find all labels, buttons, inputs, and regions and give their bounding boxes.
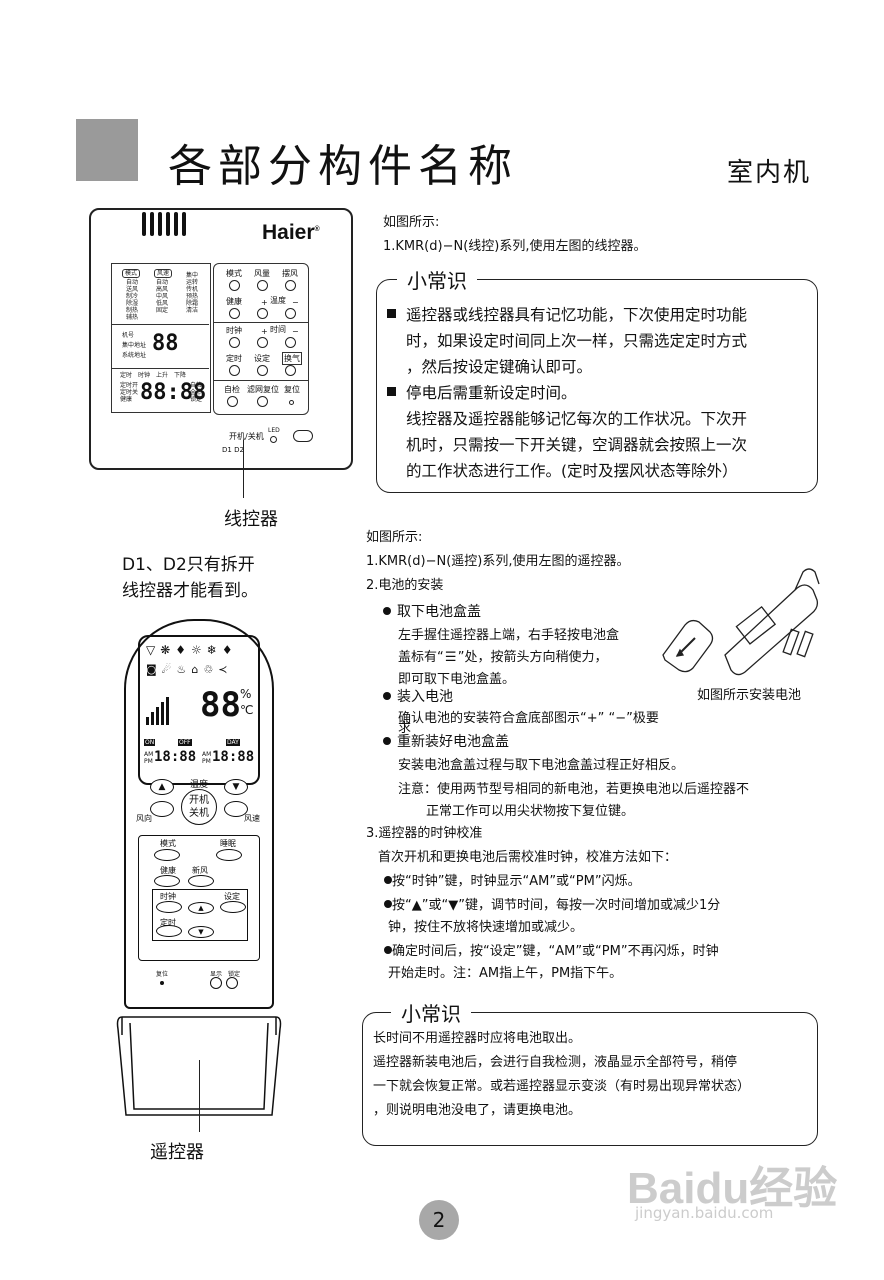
tip-title-2: 小常识 (391, 998, 471, 1027)
fan-direction-button[interactable] (150, 801, 174, 817)
led-indicator (270, 436, 277, 443)
ventilation-key[interactable] (285, 365, 296, 376)
temp-up-key[interactable] (257, 308, 268, 319)
set-key[interactable] (257, 365, 268, 376)
temp-up-button[interactable]: ▲ (150, 779, 174, 795)
wired-controller-keypad: 模式 风量 摆风 健康 + 温度 − 时钟 + 时间 − 定时 设定 换气 自检… (213, 263, 309, 415)
mode-key[interactable] (229, 280, 240, 291)
install-battery-text: 确认电池的安装符合盒底部图示“+” “−”极要 求 (398, 711, 659, 736)
clock-intro: 首次开机和更换电池后需校准时钟，校准方法如下： (378, 850, 678, 865)
baidu-watermark: Baidu经验 (627, 1164, 838, 1213)
bullet-icon (387, 387, 396, 396)
wired-controller-label: 线控器 (224, 509, 278, 530)
title-marker (76, 119, 138, 181)
temp-down-button[interactable]: ▼ (224, 779, 248, 795)
signal-bars-icon (146, 685, 182, 725)
page-subtitle: 室内机 (727, 158, 812, 188)
down-arrow-icon: ▼ (448, 898, 459, 913)
fan-speed-button[interactable] (224, 801, 248, 817)
fan-key[interactable] (257, 280, 268, 291)
mode-button[interactable] (154, 849, 180, 861)
lcd-temp-digits: 88 (152, 331, 179, 356)
sleep-button[interactable] (216, 849, 242, 861)
swing-key[interactable] (285, 280, 296, 291)
battery-image-caption: 如图所示安装电池 (697, 688, 802, 703)
up-arrow-icon: ▲ (411, 898, 422, 913)
remote-clock-2: 18:88 (212, 749, 255, 765)
refit-cover-text: 安装电池盒盖过程与取下电池盒盖过程正好相反。 (398, 758, 685, 773)
caution-text: 注意：使用两节型号相同的新电池，若更换电池以后遥控器不 正常工作可以用尖状物按下… (398, 782, 750, 819)
clock-key[interactable] (229, 337, 240, 348)
lcd-status-list: 集中运转传机预热除霜清洁 (186, 272, 199, 314)
remote-leader-line (199, 1060, 200, 1132)
wired-reference: 如图所示: 1.KMR(d)−N(线控)系列,使用左图的线控器。 (383, 215, 647, 254)
vent-grill (142, 212, 186, 236)
watermark-url: jingyan.baidu.com (635, 1204, 774, 1222)
lcd-clock-digits: 88:88 (140, 380, 207, 405)
health-key[interactable] (229, 308, 240, 319)
time-down-button[interactable]: ▼ (188, 926, 214, 938)
tip-box-memory: 小常识 遥控器或线控器具有记忆功能，下次使用定时功能 时，如果设定时间同上次一样… (376, 265, 818, 493)
function-icons-row: ◙☄♨⌂♲≺ (146, 663, 233, 676)
remote-label: 遥控器 (150, 1142, 204, 1163)
clock-step-3: 确定时间后，按“设定”键，“AM”或“PM”不再闪烁，时钟 开始走时。注：AM指… (384, 941, 719, 985)
lcd-wind-list: 自动高风中风低风固定 (156, 279, 169, 314)
clock-step-1: 按“时钟”键，时钟显示“AM”或“PM”闪烁。 (384, 871, 641, 893)
page-title: 各部分构件名称 (168, 141, 518, 192)
brand-logo: Haier® (262, 221, 320, 244)
time-up-button[interactable]: ▲ (188, 902, 214, 914)
power-button-remote[interactable]: 开机关机 (181, 789, 217, 825)
timer-key[interactable] (229, 365, 240, 376)
lcd-address-list: 机号集中地址系统地址 (122, 332, 147, 359)
lcd-time-tags: 定时时钟上升下降 (120, 372, 187, 379)
lcd-mode-list: 自动送风制冷除湿制热辅热 (126, 279, 139, 321)
time-down-key[interactable] (285, 337, 296, 348)
clock-step-2: 按“▲”或“▼”键，调节时间，每按一次时间增加或减少1分 钟，按住不放将快速增加… (384, 895, 720, 939)
self-check-key[interactable] (227, 396, 238, 407)
remote-reference: 如图所示: 1.KMR(d)−N(遥控)系列,使用左图的遥控器。 2.电池的安装 (366, 530, 630, 593)
temp-down-key[interactable] (285, 308, 296, 319)
cover-mark-icon: ☰ (444, 650, 457, 665)
page-number: 2 (419, 1200, 459, 1240)
mode-icons-row: ▽❋♦☼❄♦ (146, 643, 238, 657)
d1-d2-label: D1 D2 (222, 446, 244, 454)
onoff-label: 开机/关机 (229, 432, 264, 441)
install-battery-title: 装入电池 (383, 686, 453, 708)
led-label: LED (268, 427, 280, 434)
remove-cover-text: 左手握住遥控器上端，右手轻按电池盒 盖标有“☰”处，按箭头方向稍使力， 即可取下… (398, 628, 620, 687)
reset-pinhole[interactable] (289, 400, 294, 405)
display-button[interactable] (210, 977, 222, 989)
fresh-air-button[interactable] (188, 875, 214, 887)
clock-button[interactable] (156, 901, 182, 913)
reset-pinhole-remote[interactable] (160, 981, 164, 985)
tip-box-battery: 小常识 长时间不用遥控器时应将电池取出。 遥控器新装电池后，会进行自我检测，液晶… (362, 998, 818, 1146)
set-button[interactable] (220, 901, 246, 913)
battery-install-illustration (662, 568, 820, 676)
wired-controller-figure (89, 208, 353, 470)
lock-button[interactable] (226, 977, 238, 989)
filter-reset-key[interactable] (257, 396, 268, 407)
lcd-right-tags: 自检全热锁定 (190, 382, 203, 403)
power-button[interactable] (293, 430, 313, 442)
remote-temp-digits: 88 (200, 685, 241, 725)
remote-clock-1: 18:88 (154, 749, 197, 765)
refit-cover-title: 重新装好电池盒盖 (383, 731, 509, 753)
time-up-key[interactable] (257, 337, 268, 348)
d1-d2-note: D1、D2只有拆开 线控器才能看到。 (122, 555, 258, 601)
remove-cover-title: 取下电池盒盖 (383, 601, 481, 623)
bullet-icon (387, 309, 396, 318)
leader-line (243, 440, 244, 498)
lcd-timer-list: 定时开定时关健康 (120, 382, 139, 403)
health-button[interactable] (154, 875, 180, 887)
clock-title: 3.遥控器的时钟校准 (366, 826, 483, 841)
tip-title: 小常识 (397, 265, 477, 294)
wired-controller-lcd: 模式 风速 自动送风制冷除湿制热辅热 自动高风中风低风固定 集中运转传机预热除霜… (111, 263, 211, 413)
timer-button[interactable] (156, 925, 182, 937)
